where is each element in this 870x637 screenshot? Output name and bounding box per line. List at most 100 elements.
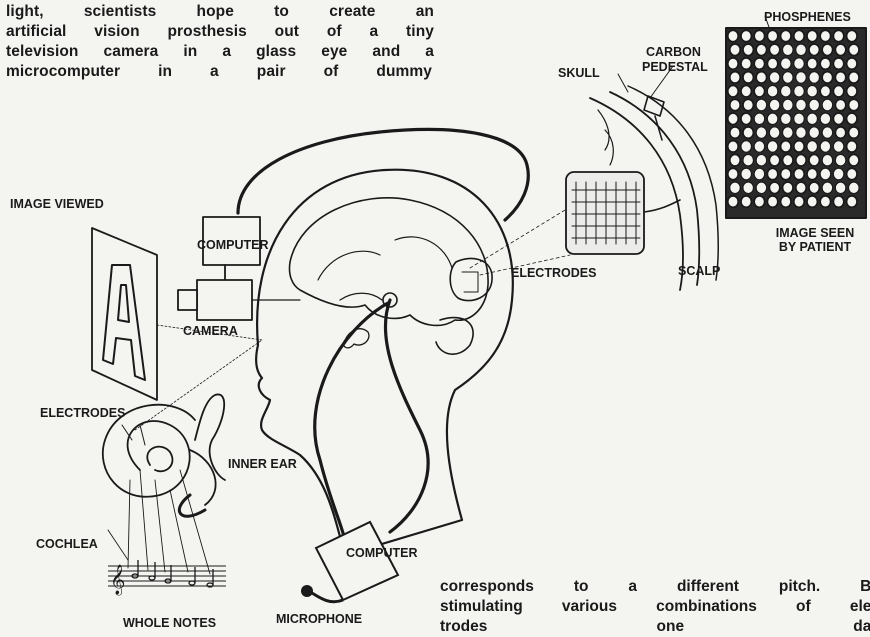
phosphene-dot [756, 72, 767, 84]
phosphene-dot [769, 99, 780, 111]
phosphene-dot [794, 30, 805, 42]
text-line: trodes one day [440, 617, 870, 637]
phosphene-dot [767, 30, 778, 42]
phosphene-dot [833, 113, 844, 125]
phosphene-dot [796, 154, 807, 166]
phosphene-dot [783, 127, 794, 139]
phosphene-dot [833, 196, 844, 208]
phosphene-dot [807, 196, 818, 208]
phosphene-dot [730, 182, 741, 194]
phosphene-dot [767, 85, 778, 97]
phosphene-dot [849, 127, 860, 139]
phosphene-dot [781, 196, 792, 208]
phosphene-dot [820, 85, 831, 97]
phosphene-dot [807, 141, 818, 153]
phosphene-dot [730, 72, 741, 84]
phosphene-dot [783, 72, 794, 84]
phosphene-dot [730, 99, 741, 111]
label-microphone: MICROPHONE [276, 612, 362, 626]
phosphene-dot [728, 30, 739, 42]
phosphene-dot [783, 44, 794, 56]
phosphene-dot [741, 30, 752, 42]
phosphene-dot [754, 58, 765, 70]
electrode-grid [566, 172, 644, 254]
label-camera: CAMERA [183, 324, 238, 338]
label-skull: SKULL [558, 66, 600, 80]
phosphene-dot [728, 85, 739, 97]
phosphene-dot [730, 154, 741, 166]
phosphene-dot [833, 85, 844, 97]
label-inner-ear: INNER EAR [228, 457, 297, 471]
phosphene-dot [847, 141, 858, 153]
phosphene-dot [807, 113, 818, 125]
label-electrodes-brain: ELECTRODES [511, 266, 596, 280]
phosphene-dot [849, 72, 860, 84]
phosphene-dot [741, 141, 752, 153]
phosphene-dot [835, 127, 846, 139]
phosphene-dot [796, 44, 807, 56]
phosphene-dot [754, 168, 765, 180]
label-image-seen-line2: BY PATIENT [760, 240, 870, 254]
phosphene-dot [833, 168, 844, 180]
phosphene-dot [769, 182, 780, 194]
phosphene-dot [833, 30, 844, 42]
phosphene-dot [835, 72, 846, 84]
label-image-seen: IMAGE SEEN BY PATIENT [760, 226, 870, 254]
phosphene-dot [849, 99, 860, 111]
phosphene-dot [820, 141, 831, 153]
phosphene-dot [809, 182, 820, 194]
phosphene-dot [743, 44, 754, 56]
phosphene-dot [769, 154, 780, 166]
phosphene-dot [767, 58, 778, 70]
phosphene-dot [783, 154, 794, 166]
phosphene-dot [781, 113, 792, 125]
phosphene-dot [756, 99, 767, 111]
phosphene-dot [820, 30, 831, 42]
phosphene-dot [847, 30, 858, 42]
phosphene-dot [730, 127, 741, 139]
phosphene-dot [807, 168, 818, 180]
label-computer-top: COMPUTER [197, 238, 269, 252]
phosphene-dot [809, 99, 820, 111]
phosphene-dot [794, 196, 805, 208]
phosphene-dot [847, 85, 858, 97]
microphone-icon [301, 585, 313, 597]
phosphene-dot [794, 141, 805, 153]
phosphene-dot [796, 72, 807, 84]
phosphene-dot [743, 99, 754, 111]
phosphene-dot [754, 196, 765, 208]
phosphene-dot [835, 154, 846, 166]
phosphene-dot [847, 168, 858, 180]
phosphene-dot [728, 168, 739, 180]
label-cochlea: COCHLEA [36, 537, 98, 551]
label-phosphenes: PHOSPHENES [764, 10, 851, 24]
phosphene-dot [807, 58, 818, 70]
phosphene-dot [754, 85, 765, 97]
phosphene-dot [809, 72, 820, 84]
phosphene-dot [822, 44, 833, 56]
phosphene-dot [754, 30, 765, 42]
treble-clef: 𝄞 [110, 564, 125, 596]
text-line: corresponds to a different pitch. By [440, 577, 870, 597]
phosphene-dot [741, 168, 752, 180]
phosphene-dot [743, 154, 754, 166]
phosphene-dot [781, 168, 792, 180]
phosphene-dot [743, 182, 754, 194]
phosphene-dot [769, 127, 780, 139]
phosphene-dot [754, 141, 765, 153]
camera-box [197, 280, 252, 320]
phosphene-dot [847, 196, 858, 208]
phosphene-dot [794, 58, 805, 70]
phosphene-dot [835, 99, 846, 111]
phosphene-dot [807, 30, 818, 42]
phosphene-dot [822, 72, 833, 84]
phosphene-dot [835, 44, 846, 56]
phosphene-dot [783, 99, 794, 111]
label-pedestal: PEDESTAL [642, 60, 708, 74]
label-image-viewed: IMAGE VIEWED [10, 197, 104, 211]
phosphene-dot [728, 196, 739, 208]
phosphene-dot [833, 58, 844, 70]
phosphene-dot [807, 85, 818, 97]
phosphene-dot [809, 127, 820, 139]
